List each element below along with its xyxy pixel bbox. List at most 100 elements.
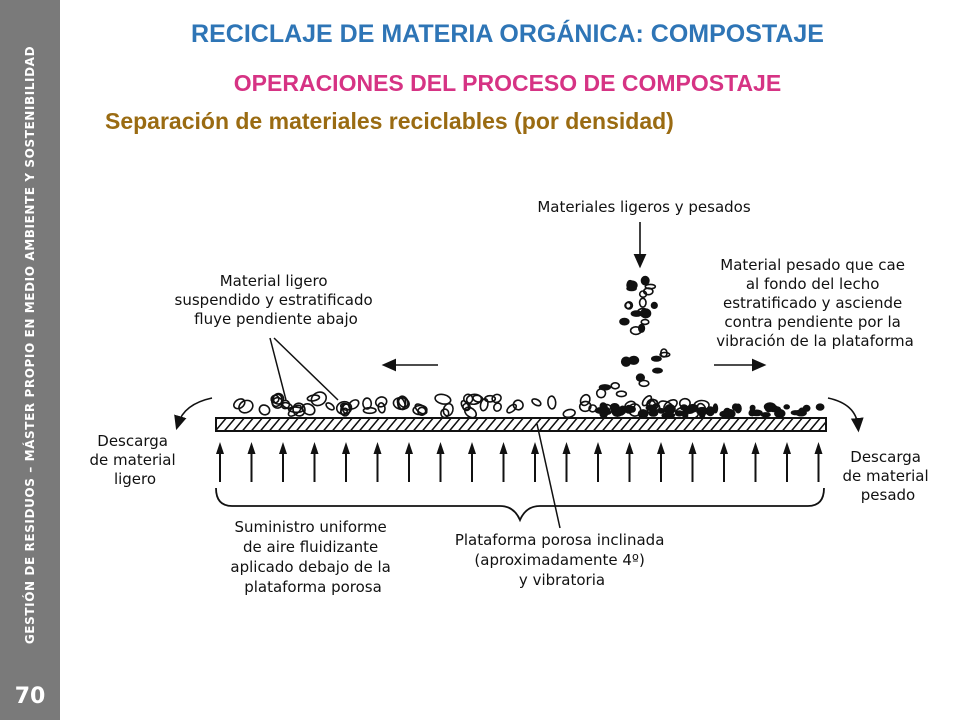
falling-particle [598,384,612,391]
light-particle [479,397,489,412]
light-particle [374,396,388,408]
air-arrow-head [562,442,571,454]
light-particle [292,402,306,417]
heavy-particle [783,404,791,410]
light-particle [271,396,284,409]
falling-particle [642,287,654,296]
light-particle [578,400,592,413]
air-arrow-head [783,442,791,454]
light-particle [483,394,497,403]
light-particle [287,406,304,414]
falling-particle [640,318,650,326]
falling-particle [636,307,649,317]
falling-particle [651,355,662,362]
heavy-discharge-label: Descarga de material pesado [843,448,934,504]
air-arrow-head [342,442,350,454]
light-particle [325,402,335,411]
light-discharge-label: Descarga de material ligero [90,432,181,488]
falling-particle [638,297,647,308]
air-supply-line-3: aplicado debajo de la [230,558,390,576]
heavy-particle [719,410,729,418]
light-particle [492,402,503,412]
sidebar: GESTIÓN DE RESIDUOS – MÁSTER PROPIO EN M… [0,0,60,720]
platform-label: Plataforma porosa inclinada (aproximadam… [455,531,669,589]
air-arrow-head [310,442,319,454]
air-arrow-head [468,442,476,454]
heavy-particle [698,410,706,419]
air-arrow-head [594,442,602,454]
light-particle [531,398,542,407]
light-material-label: Material ligero suspendido y estratifica… [175,272,378,328]
heavy-particle [650,404,658,411]
heavy-material-line-1: Material pesado que cae [720,256,905,274]
air-arrow-head [373,442,382,454]
light-particle [258,404,271,416]
light-particle [377,402,386,414]
light-particle [362,397,373,410]
falling-particle [619,317,630,326]
falling-particle [650,301,658,310]
heavy-material-line-5: vibración de la plataforma [716,332,914,350]
light-material-line-2: suspendido y estratificado [175,291,373,309]
light-particle [310,391,327,407]
light-particle [392,396,410,411]
heavy-material-line-2: al fondo del lecho [746,275,880,293]
heavy-particle [648,409,659,417]
air-arrow-head [499,442,508,454]
light-discharge-arrow [174,397,213,431]
air-arrow-head [405,442,413,454]
air-brace [215,487,825,523]
platform-pointer [536,423,561,529]
air-arrow-head [657,442,665,454]
heavy-particle [609,403,620,412]
heavy-particle [679,404,689,411]
light-discharge-line-3: ligero [114,470,156,488]
air-supply-line-4: plataforma porosa [244,578,382,596]
light-pointer-2 [273,337,339,401]
light-particle [491,393,502,404]
light-particle [442,402,454,417]
heavy-discharge-line-2: de material [843,467,929,485]
air-arrows [216,442,823,482]
falling-particle [652,367,663,374]
heavy-particle [731,403,740,412]
falling-particle [626,279,634,288]
platform-line-1: Plataforma porosa inclinada [455,531,665,549]
heavy-particle [599,402,607,411]
heavy-particle [657,407,666,414]
light-particle [335,400,353,416]
light-pointer-1 [269,337,287,401]
light-particle [641,394,653,407]
light-particle [463,406,478,419]
light-particle [547,395,557,410]
heavy-particle [749,404,756,411]
falling-particle [629,326,643,336]
slide-subtitle: OPERACIONES DEL PROCESO DE COMPOSTAJE [233,70,782,96]
light-particle [562,408,576,419]
falling-particle [659,351,671,358]
falling-particle [640,275,650,286]
heavy-discharge-line-3: pesado [861,486,915,504]
falling-particle [638,379,650,388]
air-arrow-head [688,442,697,454]
heavy-discharge-arrow [827,397,864,433]
light-particle [238,399,254,414]
light-particle [506,403,518,414]
air-arrow-head [814,442,823,454]
air-arrow-head [279,442,287,454]
falling-particle [635,373,646,382]
light-particle [472,394,484,403]
light-particle [440,408,450,419]
air-arrow-head [247,442,256,454]
air-supply-line-2: de aire fluidizante [243,538,378,556]
heavy-particle [764,403,773,413]
slide-title: RECICLAJE DE MATERIA ORGÁNICA: COMPOSTAJ… [191,20,824,48]
air-arrow-head [625,442,634,454]
input-label: Materiales ligeros y pesados [537,198,751,216]
heavy-particle [624,404,634,414]
air-supply-label: Suministro uniforme de aire fluidizante … [230,518,395,596]
heavy-discharge-line-1: Descarga [850,448,921,466]
heavy-material-line-4: contra pendiente por la [724,313,901,331]
air-arrow-head [436,442,445,454]
